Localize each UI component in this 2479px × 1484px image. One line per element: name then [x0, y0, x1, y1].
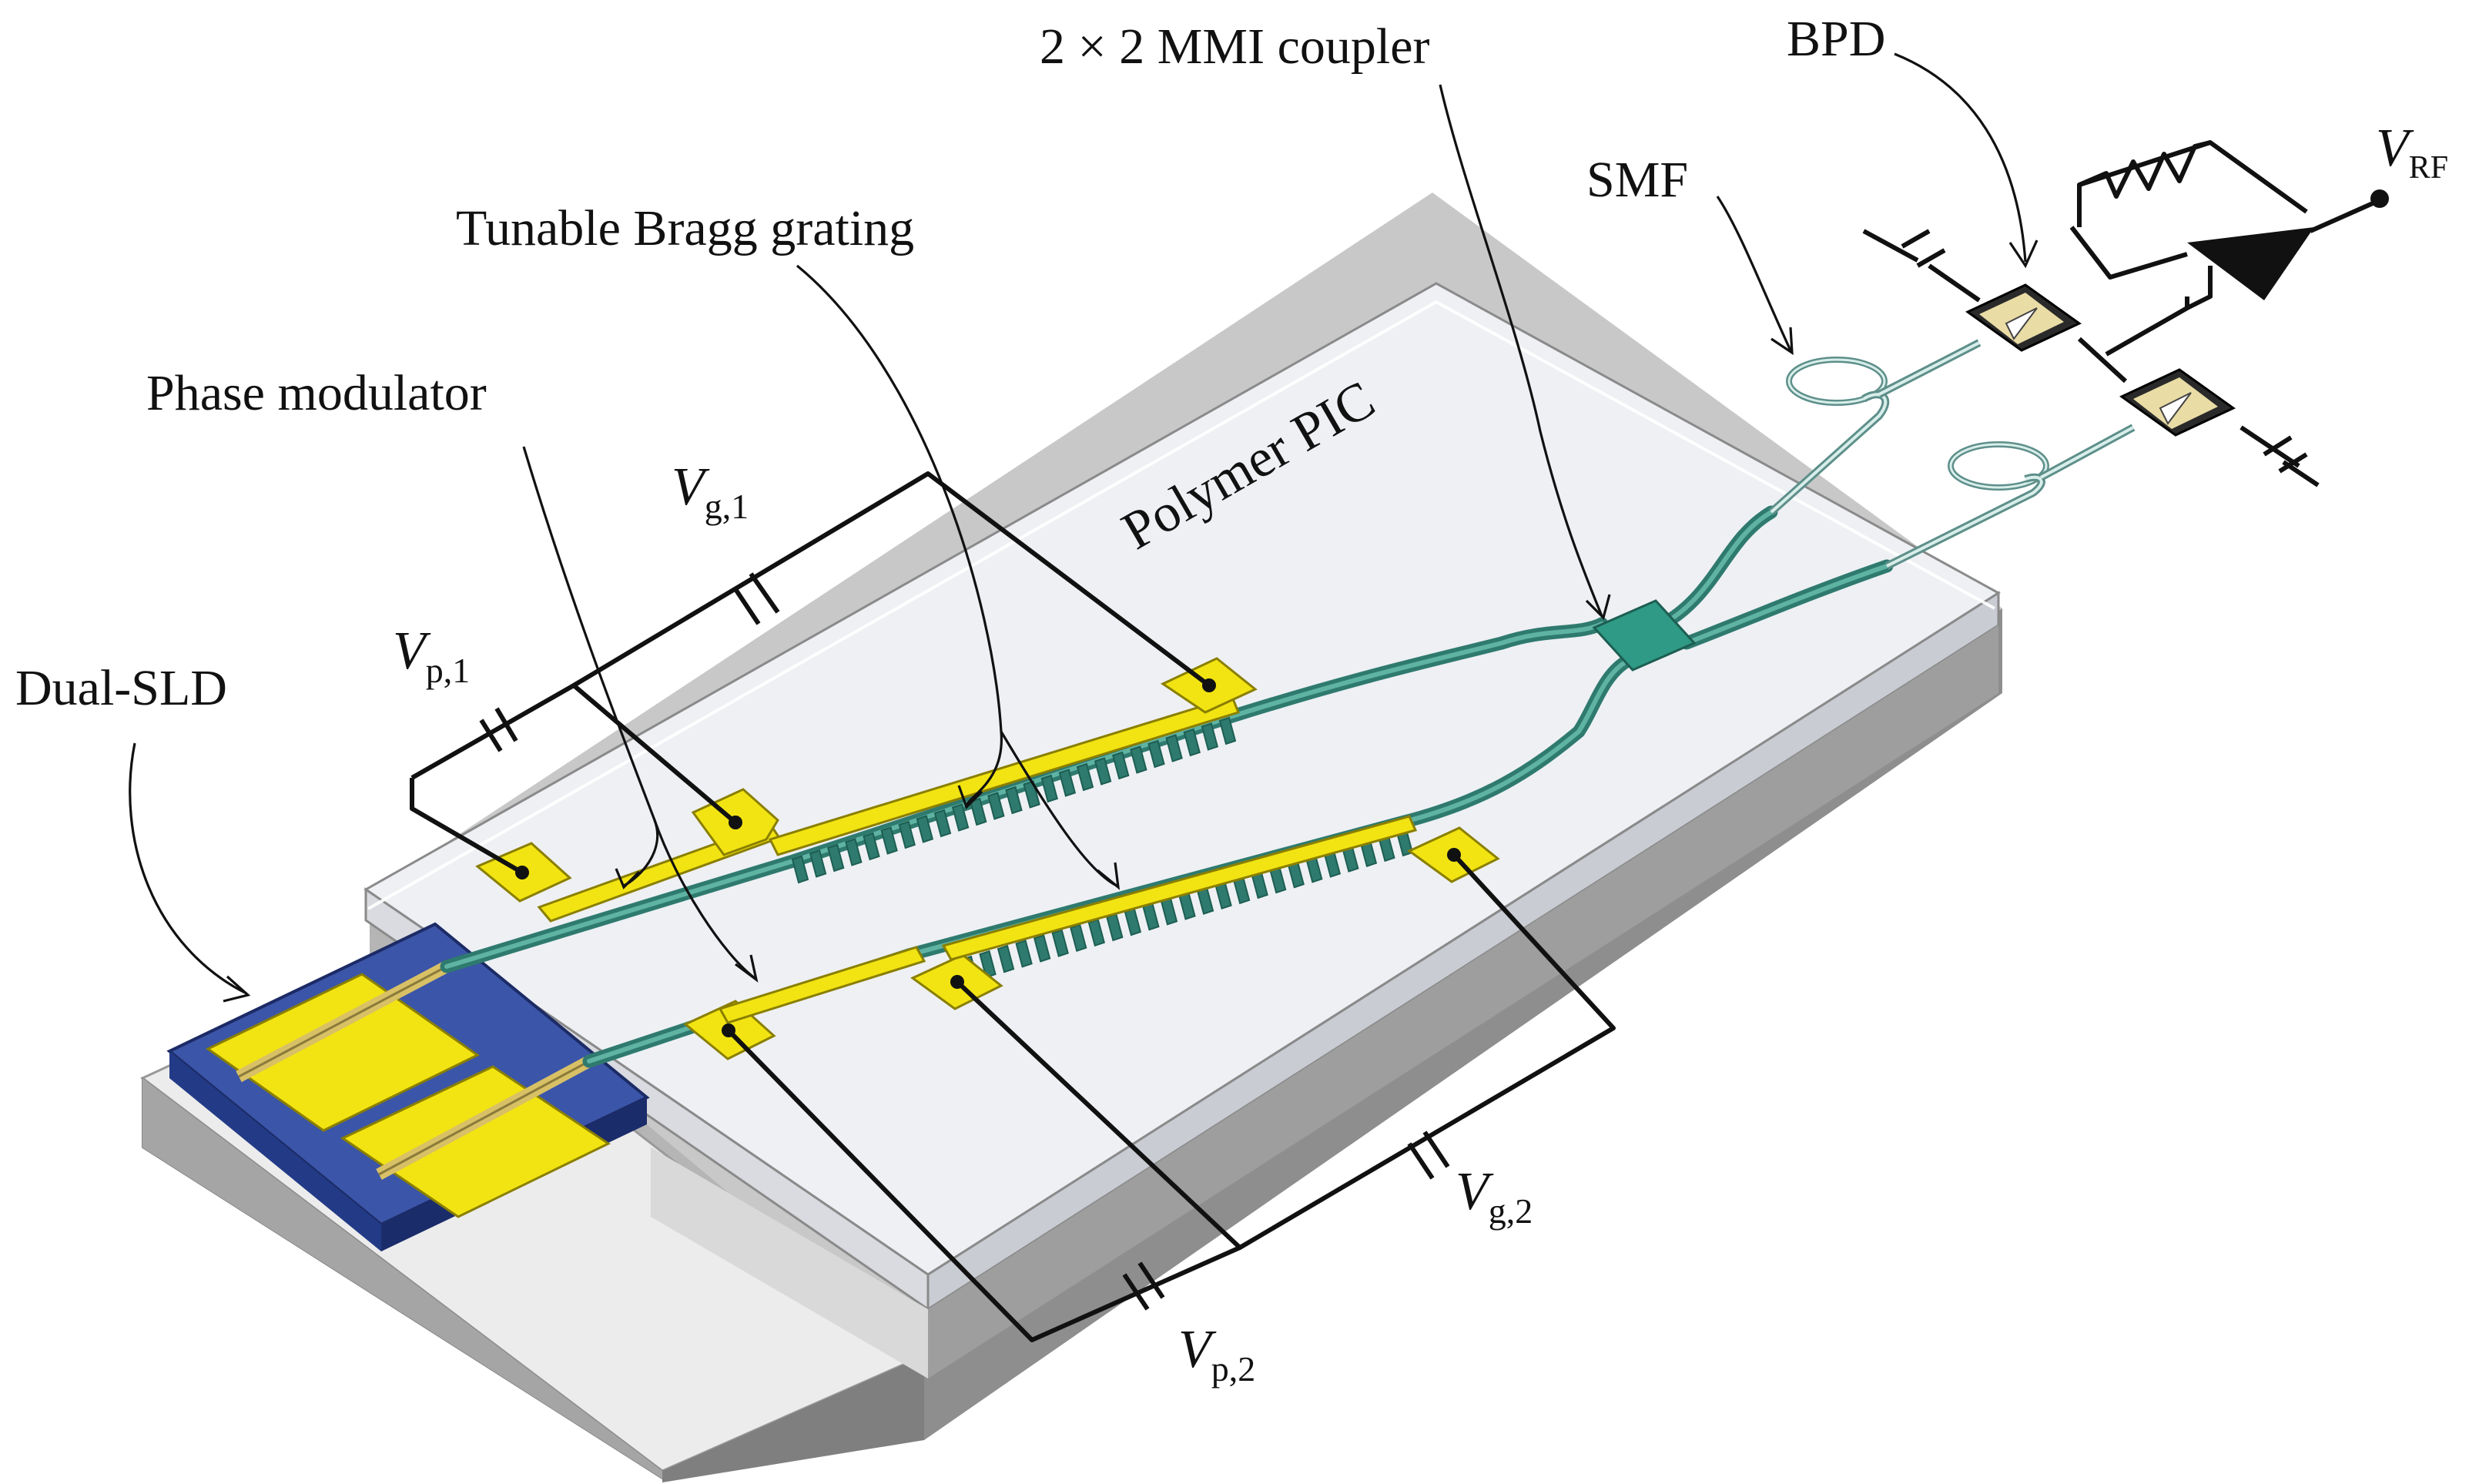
grating-tooth — [933, 809, 952, 838]
vg1-label: Vg,1 — [672, 457, 749, 526]
vp2-label: Vp,2 — [1178, 1320, 1255, 1389]
grating-tooth — [898, 820, 916, 849]
grating-tooth — [1058, 769, 1077, 797]
bragg-grating-label: Tunable Bragg grating — [456, 200, 914, 256]
balanced-photodetector — [1862, 140, 2389, 487]
grating-tooth — [1165, 734, 1183, 762]
dual-sld-label: Dual-SLD — [15, 660, 227, 716]
grating-tooth — [970, 797, 987, 826]
grating-tooth — [951, 803, 970, 832]
phase-modulator-label: Phase modulator — [146, 365, 487, 421]
grating-tooth — [1112, 751, 1130, 780]
grating-tooth — [809, 849, 827, 878]
label-leaders — [129, 52, 2038, 1003]
bpd-label: BPD — [1787, 11, 1885, 67]
grating-tooth — [1076, 762, 1094, 792]
smf-label: SMF — [1586, 152, 1688, 208]
waveguide-network — [440, 505, 1894, 1068]
grating-tooth — [1183, 728, 1201, 757]
vg2-label: Vg,2 — [1456, 1162, 1533, 1231]
vp1-label: Vp,1 — [393, 621, 470, 690]
grating-tooth — [997, 944, 1015, 973]
grating-tooth — [1051, 929, 1069, 957]
electrodes — [475, 657, 1500, 1060]
grating-tooth — [1033, 934, 1051, 963]
grating-tooth — [987, 792, 1005, 820]
grating-tooth — [979, 950, 997, 979]
grating-tooth — [1147, 739, 1165, 769]
grating-tooth — [916, 815, 934, 843]
mmi-coupler — [1592, 599, 1697, 672]
grating-tooth — [863, 832, 880, 861]
grating-tooth — [1005, 786, 1023, 815]
grating-tooth — [1015, 940, 1033, 968]
grating-tooth — [1201, 722, 1219, 751]
grating-tooth — [1023, 780, 1040, 809]
dual-sld — [166, 922, 650, 1251]
grating-tooth — [880, 826, 898, 855]
grating-tooth — [1130, 745, 1147, 774]
grating-tooth — [1218, 716, 1237, 745]
mmi-coupler-label: 2 × 2 MMI coupler — [1040, 18, 1429, 75]
grating-tooth — [1070, 923, 1087, 953]
polymer-pic-chip — [363, 282, 2001, 1378]
smf-fibers — [1768, 339, 2136, 570]
grating-tooth — [827, 843, 845, 873]
text-labels: 2 × 2 MMI coupler BPD SMF Tunable Bragg … — [15, 11, 2448, 1389]
grating-tooth — [791, 855, 809, 884]
grating-tooth — [1094, 757, 1112, 786]
grating-tooth — [845, 838, 863, 866]
vrf-label: VRF — [2376, 119, 2448, 186]
bias-circuits — [410, 471, 1616, 1342]
grating-tooth — [1040, 774, 1058, 803]
